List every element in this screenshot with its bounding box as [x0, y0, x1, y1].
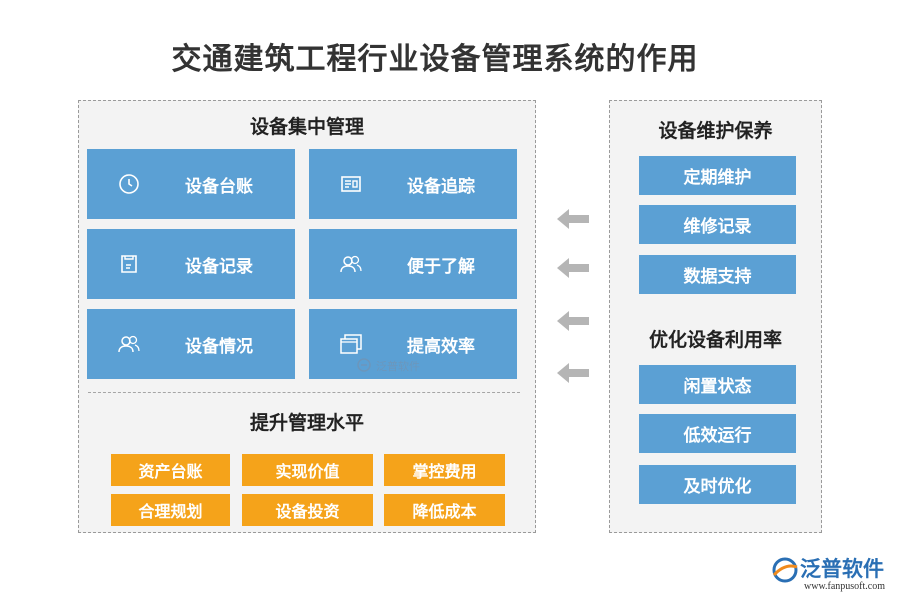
arrow-left-icon	[557, 209, 589, 229]
tile-easy-understanding: 便于了解	[309, 229, 517, 299]
tile-improve-efficiency: 提高效率	[309, 309, 517, 379]
tile-label: 设备情况	[185, 336, 253, 357]
tile-label: 设备台账	[185, 176, 253, 197]
maintenance-heading: 设备维护保养	[658, 120, 773, 142]
item-repair-records: 维修记录	[639, 205, 796, 244]
section-divider	[88, 392, 520, 393]
central-management-heading: 设备集中管理	[249, 116, 364, 138]
document-icon	[115, 250, 143, 278]
users-icon	[115, 330, 143, 358]
arrow-left-icon	[557, 258, 589, 278]
arrow-left-icon	[557, 311, 589, 331]
brand-url: www.fanpusoft.com	[804, 581, 886, 592]
chip-equipment-investment: 设备投资	[242, 494, 373, 526]
item-inefficient-operation: 低效运行	[639, 414, 796, 453]
brand-name: 泛普软件	[800, 557, 884, 581]
utilization-heading: 优化设备利用率	[648, 329, 782, 351]
tile-equipment-ledger: 设备台账	[87, 149, 295, 219]
tile-label: 提高效率	[407, 336, 475, 357]
item-regular-maintenance: 定期维护	[639, 156, 796, 195]
brand-logo: 泛普软件 www.fanpusoft.com	[770, 553, 894, 597]
tile-equipment-tracking: 设备追踪	[309, 149, 517, 219]
chip-asset-ledger: 资产台账	[111, 454, 230, 486]
chip-reduce-costs: 降低成本	[384, 494, 505, 526]
page-title: 交通建筑工程行业设备管理系统的作用	[171, 42, 699, 77]
improve-management-heading: 提升管理水平	[249, 412, 364, 434]
watermark-logo-icon	[357, 358, 371, 372]
item-data-support: 数据支持	[639, 255, 796, 294]
tile-label: 便于了解	[407, 256, 475, 277]
windows-icon	[337, 330, 365, 358]
item-timely-optimization: 及时优化	[639, 465, 796, 504]
chip-rational-planning: 合理规划	[111, 494, 230, 526]
clock-icon	[115, 170, 143, 198]
tracking-card-icon	[337, 170, 365, 198]
item-idle-state: 闲置状态	[639, 365, 796, 404]
tile-label: 设备记录	[185, 256, 253, 277]
fanpu-logo-icon	[772, 557, 798, 583]
tile-equipment-records: 设备记录	[87, 229, 295, 299]
chip-control-costs: 掌控费用	[384, 454, 505, 486]
watermark-text: 泛普软件	[376, 360, 420, 373]
chip-realize-value: 实现价值	[242, 454, 373, 486]
watermark: 泛普软件	[356, 357, 436, 375]
tile-equipment-status: 设备情况	[87, 309, 295, 379]
tile-label: 设备追踪	[407, 176, 475, 197]
users-icon	[337, 250, 365, 278]
arrow-left-icon	[557, 363, 589, 383]
